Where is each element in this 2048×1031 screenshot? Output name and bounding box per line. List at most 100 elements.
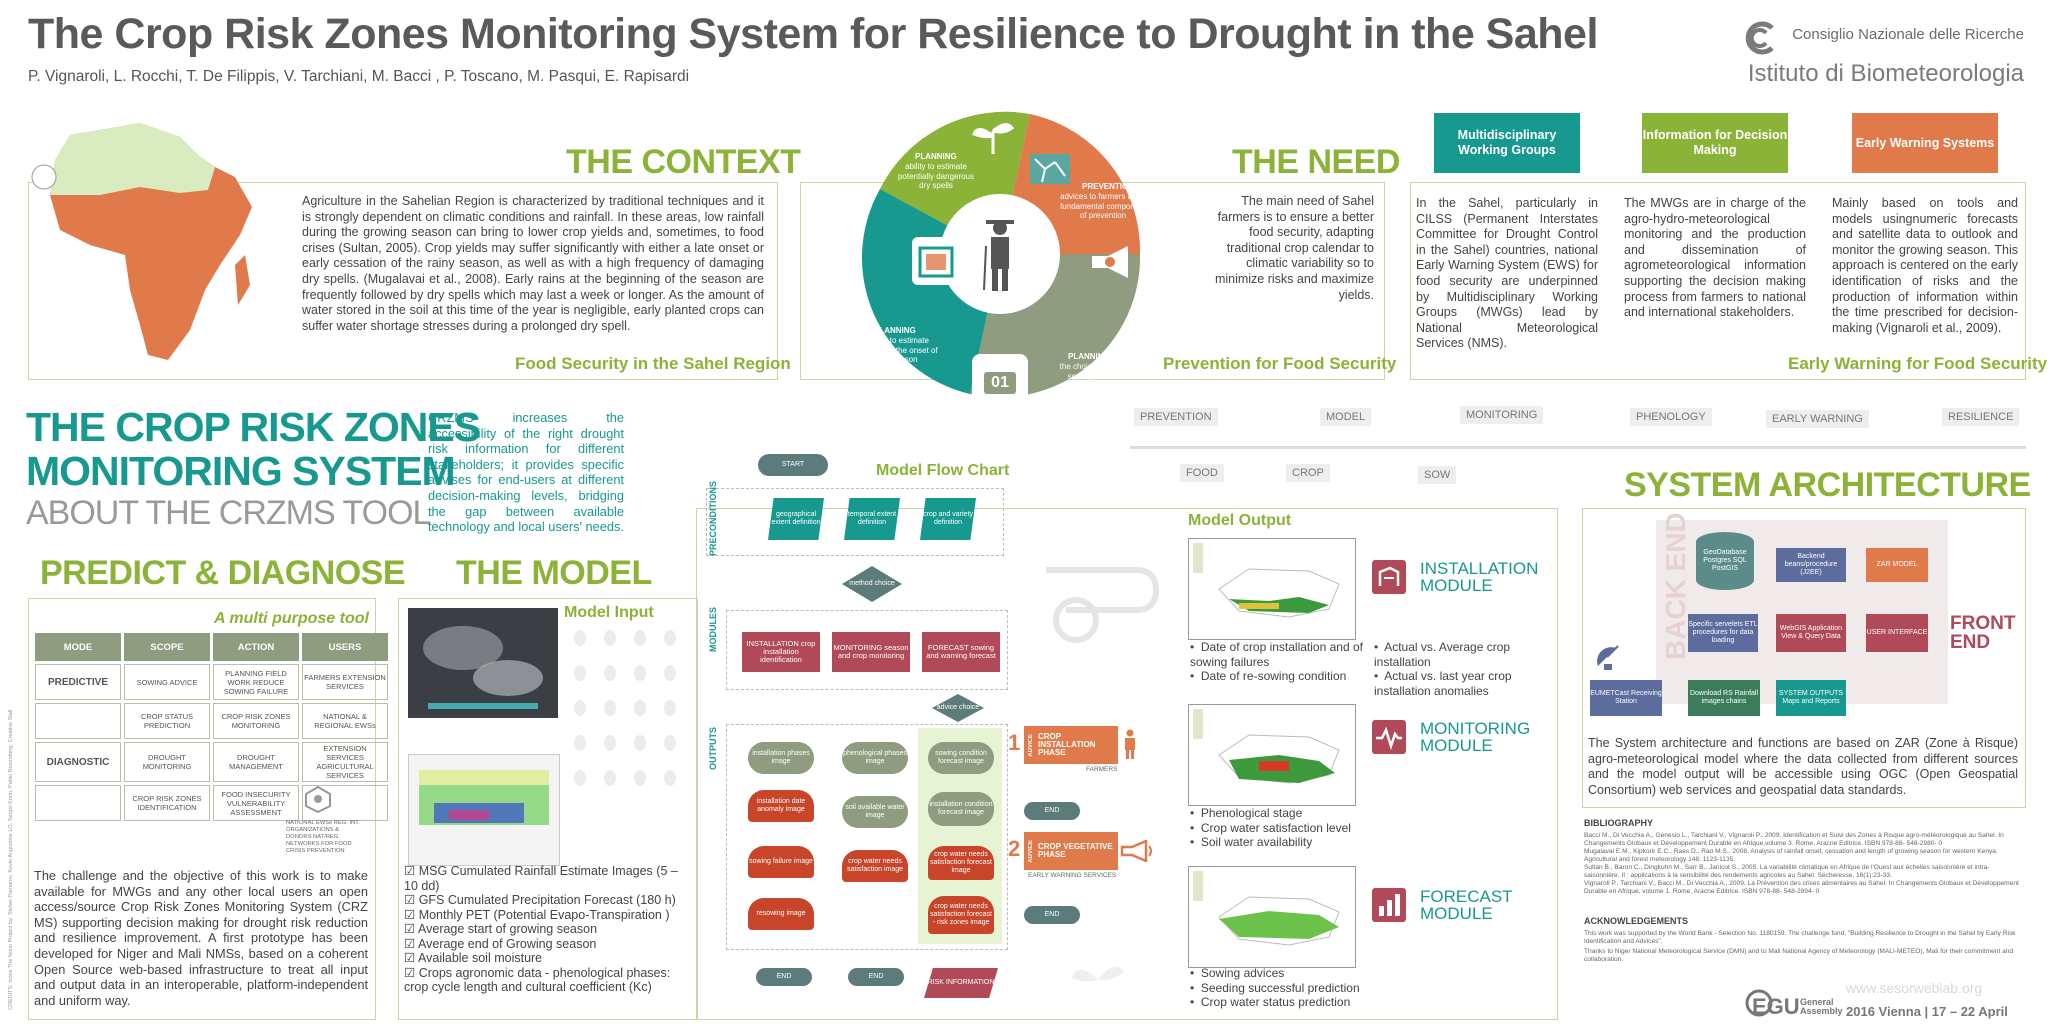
advice-2: ADVICE CROP VEGETATIVE PHASE xyxy=(1024,832,1118,870)
list-item: ☑ Average end of Growing season xyxy=(404,936,597,951)
arch-system-outputs: SYSTEM OUTPUTS Maps and Reports xyxy=(1776,680,1846,716)
list-item: • Actual vs. Average crop installation xyxy=(1374,640,1511,669)
need-caption: Prevention for Food Security xyxy=(1163,354,1397,373)
table-row: DIAGNOSTIC DROUGHT MONITORING DROUGHT MA… xyxy=(35,742,388,782)
table-cell: FOOD INSECURITY VULNERABILITY ASSESSMENT xyxy=(213,785,299,821)
fc-bullets: • Sowing advices • Seeding successful pr… xyxy=(1190,966,1450,1010)
output-heading: Model Output xyxy=(1188,512,1292,529)
col-mode: MODE xyxy=(35,633,121,661)
out-c3-3: crop water needs satisfaction forecast -… xyxy=(928,896,994,934)
list-item: • Date of crop installation and of sowin… xyxy=(1190,640,1363,669)
advice-1: ADVICE CROP INSTALLATION PHASE xyxy=(1024,726,1118,764)
crzms-blurb: CRZMS increases the accessibility of the… xyxy=(428,410,624,535)
biblio-heading: BIBLIOGRAPHY xyxy=(1584,818,1654,828)
ack-text-2: Thanks to Niger National Meteorological … xyxy=(1584,948,2014,963)
table-cell: PLANNING FIELD WORK REDUCE SOWING FAILUR… xyxy=(213,664,299,700)
output-map-forecast xyxy=(1188,866,1356,968)
model-heading: THE MODEL xyxy=(456,554,652,592)
forecast-module-label: FORECAST MODULE xyxy=(1420,887,1513,923)
egu-logo-icon xyxy=(1744,988,1774,1023)
timeline-food: FOOD xyxy=(1180,464,1224,482)
list-item: • Actual vs. last year crop installation… xyxy=(1374,669,1512,698)
end-1: END xyxy=(756,968,812,986)
table-cell: DIAGNOSTIC xyxy=(35,742,121,782)
biblio-list: Bacci M., Di Vecchia A., Genesio L., Tar… xyxy=(1584,832,2024,896)
list-item: • Date of re-sowing condition xyxy=(1190,669,1347,683)
output-map-monitoring xyxy=(1188,704,1356,806)
list-item: Vignaroli P., Tarchiani V., Bacci M., Di… xyxy=(1584,880,2019,895)
timeline-monitoring: MONITORING xyxy=(1460,406,1544,424)
out-c1-3: resowing image xyxy=(748,898,814,930)
arch-webgis: WebGIS Application View & Query Data xyxy=(1776,614,1846,652)
arch-servelets: Specific servelets ETL procedures for da… xyxy=(1688,614,1758,652)
wg1-text: In the Sahel, particularly in CILSS (Per… xyxy=(1416,196,1598,351)
crzms-title-1: THE CROP RISK ZONES xyxy=(26,404,481,450)
megaphone-small-icon xyxy=(1120,839,1156,867)
predict-side-note: NATIONAL EWSs REG. INT. ORGANIZATIONS & … xyxy=(286,820,360,854)
advice-num-1: 1 xyxy=(1008,730,1021,755)
wheel-p2-text: advices to farmers are a fundamental com… xyxy=(1060,192,1146,220)
wg-information: Information for Decision Making xyxy=(1642,113,1788,173)
predict-subheading: A multi purpose tool xyxy=(214,610,369,627)
list-item: ☑ Monthly PET (Potential Evapo-Transpira… xyxy=(404,907,670,922)
advice-tag-1: ADVICE xyxy=(1028,733,1034,757)
egu-logo-text: EGU xyxy=(1752,994,1800,1019)
col-users: USERS xyxy=(302,633,388,661)
table-cell: FARMERS EXTENSION SERVICES xyxy=(302,664,388,700)
cnr-logo-icon xyxy=(1742,20,1778,61)
module-forecast: FORECAST sowing and warning forecast xyxy=(922,632,1000,672)
wheel-p4-title: PLANNING xyxy=(1068,352,1110,361)
credits: CREDITS: Icons The Noun Project by: Stef… xyxy=(8,709,14,1010)
out-c2-2: crop water needs satisfaction image xyxy=(842,850,908,882)
predict-box xyxy=(28,598,376,1020)
context-body: Agriculture in the Sahelian Region is ch… xyxy=(302,194,764,333)
arch-ui: USER INTERFACE xyxy=(1866,614,1928,652)
installation-module-icon xyxy=(1372,560,1406,599)
out-c3-0: sowing condition forecast image xyxy=(928,742,994,774)
table-cell xyxy=(302,785,388,821)
advice-2-label: CROP VEGETATIVE PHASE xyxy=(1038,842,1113,859)
installation-module-label: INSTALLATION MODULE xyxy=(1420,559,1539,595)
model-input-heading: Model Input xyxy=(564,604,654,621)
end-4: END xyxy=(1024,906,1080,924)
website-link[interactable]: www.sesorwebiab.org xyxy=(1846,980,1983,996)
list-item: ☑ Average start of growing season xyxy=(404,922,598,936)
satellite-dish-icon xyxy=(1594,642,1624,677)
table-cell: NATIONAL & REGIONAL EWSs xyxy=(302,703,388,739)
timeline-crop: CROP xyxy=(1286,464,1330,482)
wheel-p1-title: PLANNING xyxy=(915,152,957,161)
pre-crop: crop and variety definition xyxy=(920,498,976,540)
wg-early-warning: Early Warning Systems xyxy=(1852,113,1998,173)
farmer-small-icon xyxy=(1122,728,1138,765)
out-c1-1: installation date anomaly image xyxy=(748,790,814,822)
inst-bullets-1: • Date of crop installation and of sowin… xyxy=(1190,640,1366,684)
wheel-p4-text: the choice of the sowing date xyxy=(1059,362,1119,381)
list-item: ☑ Crops agronomic data - phenological ph… xyxy=(404,965,671,995)
satellite-image xyxy=(408,608,558,718)
monitoring-module-label: MONITORING MODULE xyxy=(1420,719,1531,755)
arch-body: The System architecture and functions ar… xyxy=(1588,736,2018,797)
module-monitoring: MONITORING season and crop monitoring xyxy=(832,632,910,672)
list-item: • Seeding successful prediction xyxy=(1190,980,1360,995)
ack-text-1: This work was supported by the World Ban… xyxy=(1584,930,2016,945)
col-scope: SCOPE xyxy=(124,633,210,661)
output-map-installation xyxy=(1188,538,1356,640)
timeline-resilience: RESILIENCE xyxy=(1942,408,2020,426)
table-row: CROP STATUS PREDICTION CROP RISK ZONES M… xyxy=(35,703,388,739)
risk-information: RISK INFORMATION xyxy=(924,968,998,998)
planning-wheel: PLANNING ability to estimate potentially… xyxy=(820,94,1180,414)
model-box xyxy=(398,598,698,1020)
context-caption: Food Security in the Sahel Region xyxy=(515,354,791,373)
table-cell: DROUGHT MANAGEMENT xyxy=(213,742,299,782)
wheel-p3-text: ability to estimate effectively the onse… xyxy=(858,336,938,364)
table-cell: CROP STATUS PREDICTION xyxy=(124,703,210,739)
advice-num-2: 2 xyxy=(1008,836,1021,861)
africa-map xyxy=(30,115,270,390)
sec-preconditions: PRECONDITIONS xyxy=(708,480,718,556)
timeline-phenology: PHENOLOGY xyxy=(1630,408,1712,426)
table-cell: PREDICTIVE xyxy=(35,664,121,700)
predict-body: The challenge and the objective of this … xyxy=(34,868,368,1008)
table-cell xyxy=(35,703,121,739)
raindrops-decor xyxy=(570,628,690,853)
out-c1-2: sowing failure image xyxy=(748,846,814,878)
